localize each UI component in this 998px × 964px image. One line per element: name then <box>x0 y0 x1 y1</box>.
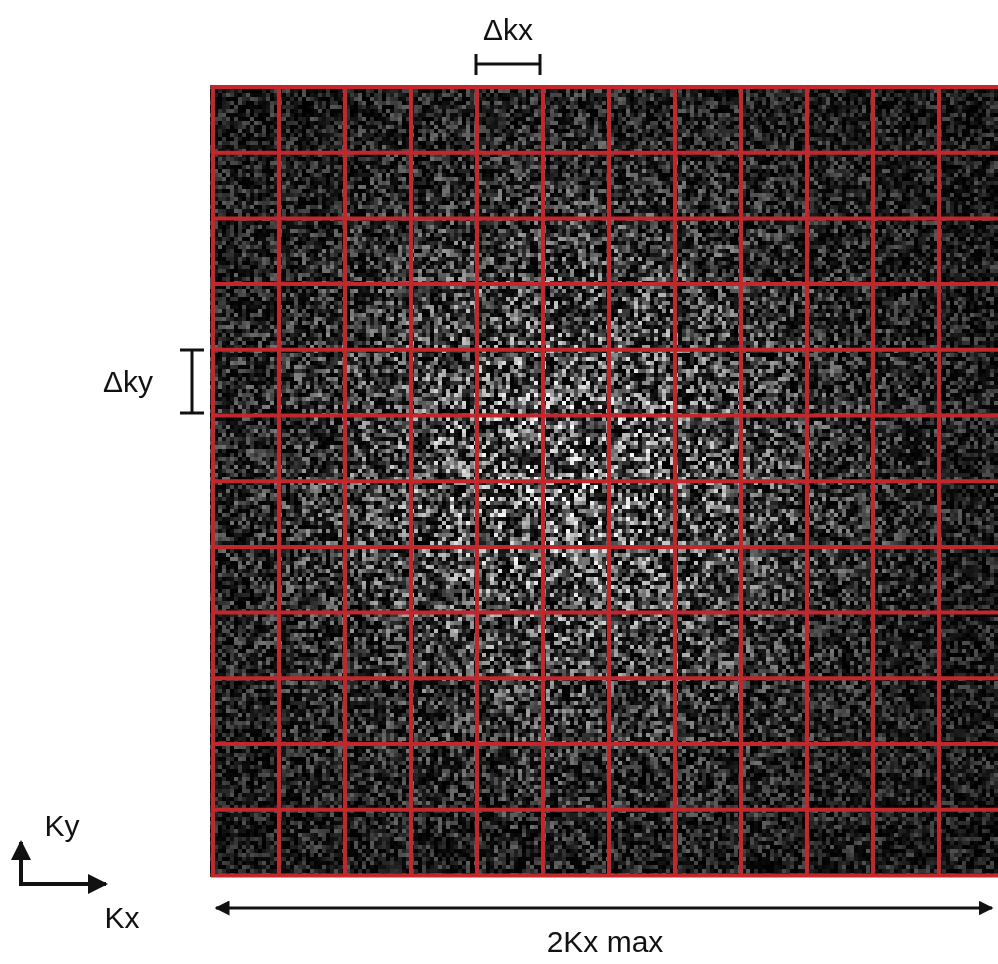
grid-line <box>211 545 998 549</box>
width-arrow <box>216 907 992 910</box>
grid-line <box>211 479 998 483</box>
grid-line <box>211 676 998 680</box>
kx-axis-label: Kx <box>104 903 139 933</box>
grid-line <box>211 414 998 418</box>
grid-line <box>211 611 998 615</box>
width-label: 2Kx max <box>547 927 664 957</box>
ky-axis-label: Ky <box>44 811 79 841</box>
delta-ky-bracket <box>180 350 204 413</box>
grid-line <box>211 808 998 812</box>
grid-line <box>211 742 998 746</box>
grid-line <box>211 216 998 220</box>
grid-line <box>211 282 998 286</box>
delta-kx-bracket <box>476 54 540 75</box>
delta-kx-label: Δkx <box>483 15 533 45</box>
sampling-grid <box>211 85 998 877</box>
grid-line <box>211 151 998 155</box>
grid-line <box>211 348 998 352</box>
kx-axis <box>19 882 106 886</box>
ky-axis <box>19 842 23 886</box>
delta-ky-label: Δky <box>103 367 153 397</box>
grid-line <box>211 873 998 877</box>
grid-line <box>211 85 998 89</box>
